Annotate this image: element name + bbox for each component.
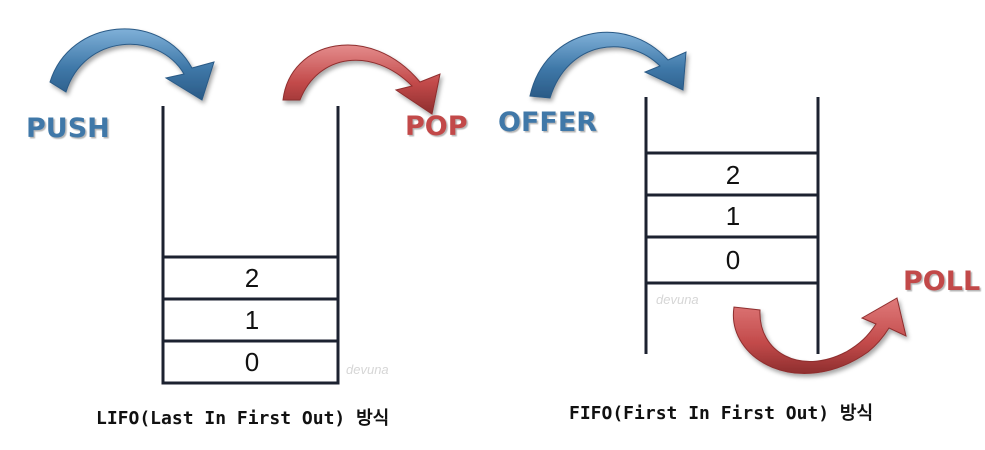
stack-container [161,106,340,385]
stack-cell-0: 0 [245,347,259,377]
stack-cell-2: 2 [245,263,259,293]
push-label: PUSH [26,113,110,144]
queue-container [644,97,820,354]
poll-arrow-icon [732,297,907,374]
queue-cell-2: 2 [726,160,740,190]
offer-label: OFFER [498,107,597,138]
pop-label: POP [405,111,468,142]
stack-watermark: devuna [346,362,389,377]
offer-arrow-icon [529,31,687,99]
push-arrow-icon [49,28,215,101]
stack-cell-1: 1 [245,305,259,335]
poll-label: POLL [903,266,980,297]
queue-cell-0: 0 [726,245,740,275]
pop-arrow-icon [282,44,441,115]
stack-caption: LIFO(Last In First Out) 방식 [96,408,389,429]
queue-caption: FIFO(First In First Out) 방식 [569,403,873,424]
queue-cell-1: 1 [726,201,740,231]
queue-watermark: devuna [656,292,699,307]
